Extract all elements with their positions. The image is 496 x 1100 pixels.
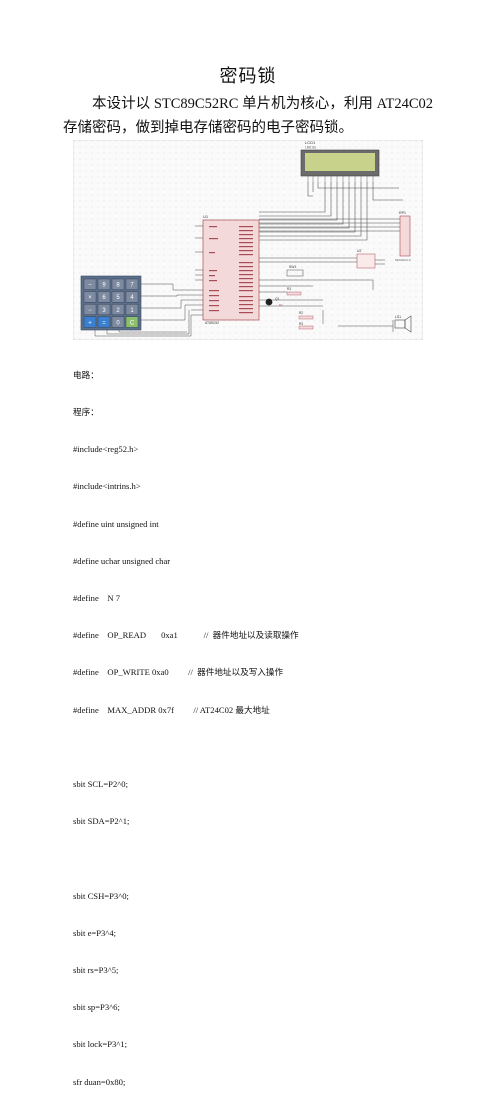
circuit-schematic: LCD1 LM016L RP1 RESPACK-8 [73, 140, 423, 340]
code-line: #define OP_READ 0xa1 // 器件地址以及读取操作 [73, 630, 299, 641]
keypad-key-label: − [88, 283, 92, 289]
svg-text:R3: R3 [299, 322, 303, 326]
keypad-key-label: × [88, 295, 92, 301]
keypad-key [111, 316, 125, 328]
keypad-key-label: = [102, 320, 106, 326]
keypad-key [97, 278, 111, 290]
keypad-key-label: C [130, 320, 135, 326]
program-label: 程序： [73, 407, 99, 418]
code-line: #include<reg52.h> [73, 444, 139, 455]
svg-text:RESPACK-8: RESPACK-8 [395, 258, 411, 262]
document-title: 密码锁 [219, 66, 277, 86]
control-wires [259, 279, 394, 332]
mcu-chip: U1 AT89C52 [191, 214, 260, 325]
svg-text:Q1: Q1 [275, 297, 279, 301]
keypad-key-label: 5 [116, 295, 120, 301]
svg-text:D1: D1 [279, 303, 283, 307]
circuit-label: 电路： [73, 369, 99, 380]
keypad-key [111, 278, 125, 290]
code-line: #define uchar unsigned char [73, 555, 171, 566]
svg-text:R2: R2 [299, 311, 303, 315]
keypad-key [125, 278, 139, 290]
svg-text:LS1: LS1 [395, 315, 401, 319]
svg-text:SW1: SW1 [289, 265, 296, 269]
keypad-key-label: 1 [130, 308, 134, 314]
keypad-key-label: 7 [130, 283, 134, 289]
keypad-key-label: − [88, 308, 92, 314]
code-line: #include<intrins.h> [73, 481, 141, 492]
keypad-key-label: 4 [130, 295, 134, 301]
keypad-key [97, 316, 111, 328]
indicator-diode: Q1 D1 [265, 297, 283, 307]
keypad-key-label: + [88, 320, 92, 326]
code-line: #define N 7 [73, 593, 121, 604]
lcd-label: LCD1 [305, 140, 316, 145]
keypad-key [97, 291, 111, 303]
code-line: sbit lock=P3^1; [73, 1039, 128, 1050]
code-line: sbit SCL=P2^0; [73, 779, 128, 790]
keypad-key [111, 291, 125, 303]
keypad-key-label: 2 [116, 308, 120, 314]
svg-text:R1: R1 [287, 287, 291, 291]
keypad-key [125, 316, 139, 328]
keypad-key [125, 303, 139, 315]
keypad-key [83, 316, 97, 328]
resistors-r2-r3: R2 R3 [298, 311, 314, 330]
keypad: − 9 8 7 × 6 5 4 − 3 2 1 + = 0 C [80, 275, 142, 331]
resistor-pack: RP1 RESPACK-8 [259, 211, 411, 262]
keypad-key [83, 303, 97, 315]
svg-text:U2: U2 [357, 249, 361, 253]
switch-sw1: SW1 R1 [286, 265, 304, 296]
code-line: sbit rs=P3^5; [73, 965, 119, 976]
code-line: sbit sp=P3^6; [73, 1002, 120, 1013]
keypad-key [83, 291, 97, 303]
keypad-key-label: 0 [116, 320, 120, 326]
keypad-key-label: 8 [116, 283, 120, 289]
keypad-key-label: 9 [102, 283, 106, 289]
keypad-wires [94, 283, 192, 337]
svg-text:RP1: RP1 [399, 211, 406, 215]
keypad-key-label: 3 [102, 308, 106, 314]
code-line: sfr duan=0x80; [73, 1076, 126, 1087]
code-line: sbit SDA=P2^1; [73, 816, 130, 827]
keypad-key-label: 6 [102, 295, 106, 301]
buzzer: LS1 [394, 315, 412, 333]
lcd-module: LCD1 LM016L [300, 140, 380, 182]
code-line: #define MAX_ADDR 0x7f // AT24C02 最大地址 [73, 704, 270, 715]
keypad-key [83, 278, 97, 290]
keypad-key [97, 303, 111, 315]
code-line: #define uint unsigned int [73, 518, 159, 529]
intro-paragraph: 本设计以 STC89C52RC 单片机为核心，利用 AT24C02 存储密码，做… [63, 96, 433, 136]
code-line: #define OP_WRITE 0xa0 // 器件地址以及写入操作 [73, 667, 284, 678]
eeprom-chip: U2 [259, 249, 385, 269]
svg-text:U1: U1 [203, 214, 209, 219]
code-line: sbit e=P3^4; [73, 927, 117, 938]
keypad-key [111, 303, 125, 315]
code-block: 电路： 程序： #include<reg52.h> #include<intri… [73, 344, 433, 1100]
code-line: sbit CSH=P3^0; [73, 890, 129, 901]
svg-text:AT89C52: AT89C52 [205, 321, 219, 325]
keypad-key [125, 291, 139, 303]
lcd-part: LM016L [305, 146, 317, 150]
lcd-bus-wires [259, 182, 403, 241]
